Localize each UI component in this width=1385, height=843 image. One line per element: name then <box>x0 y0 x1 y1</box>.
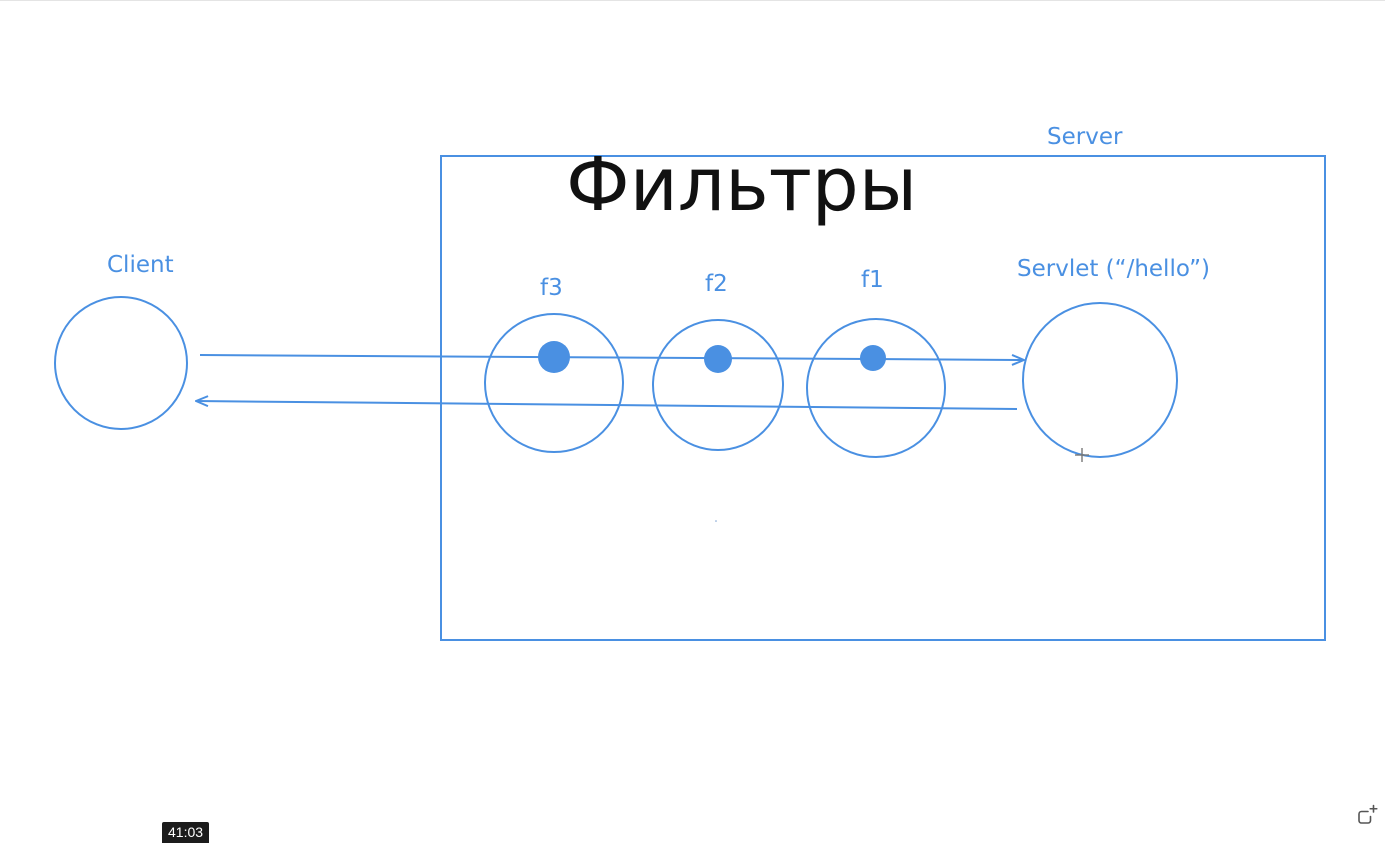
filter-f3-node <box>484 313 624 453</box>
share-button[interactable] <box>1356 803 1380 827</box>
diagram-title: Фильтры <box>566 142 918 228</box>
cursor-crosshair-icon <box>1075 448 1089 462</box>
filter-f2-dot <box>704 345 732 373</box>
video-timestamp: 41:03 <box>162 822 210 843</box>
filter-f1-label: f1 <box>861 267 884 293</box>
share-icon <box>1358 804 1378 824</box>
top-divider <box>0 0 1385 1</box>
filter-f1-dot <box>860 345 886 371</box>
servlet-label: Servlet (“/hello”) <box>1017 256 1210 282</box>
client-node <box>54 296 188 430</box>
request-arrow <box>199 354 1024 360</box>
filter-f3-label: f3 <box>540 275 563 301</box>
filter-f2-node <box>652 319 784 451</box>
servlet-node <box>1022 302 1178 458</box>
stray-dot <box>715 520 717 522</box>
server-label: Server <box>1047 124 1123 150</box>
filter-f1-node <box>806 318 946 458</box>
response-arrow <box>196 401 1018 410</box>
client-label: Client <box>107 252 174 278</box>
server-box <box>440 155 1326 641</box>
filter-f2-label: f2 <box>705 271 728 297</box>
filter-f3-dot <box>538 341 570 373</box>
